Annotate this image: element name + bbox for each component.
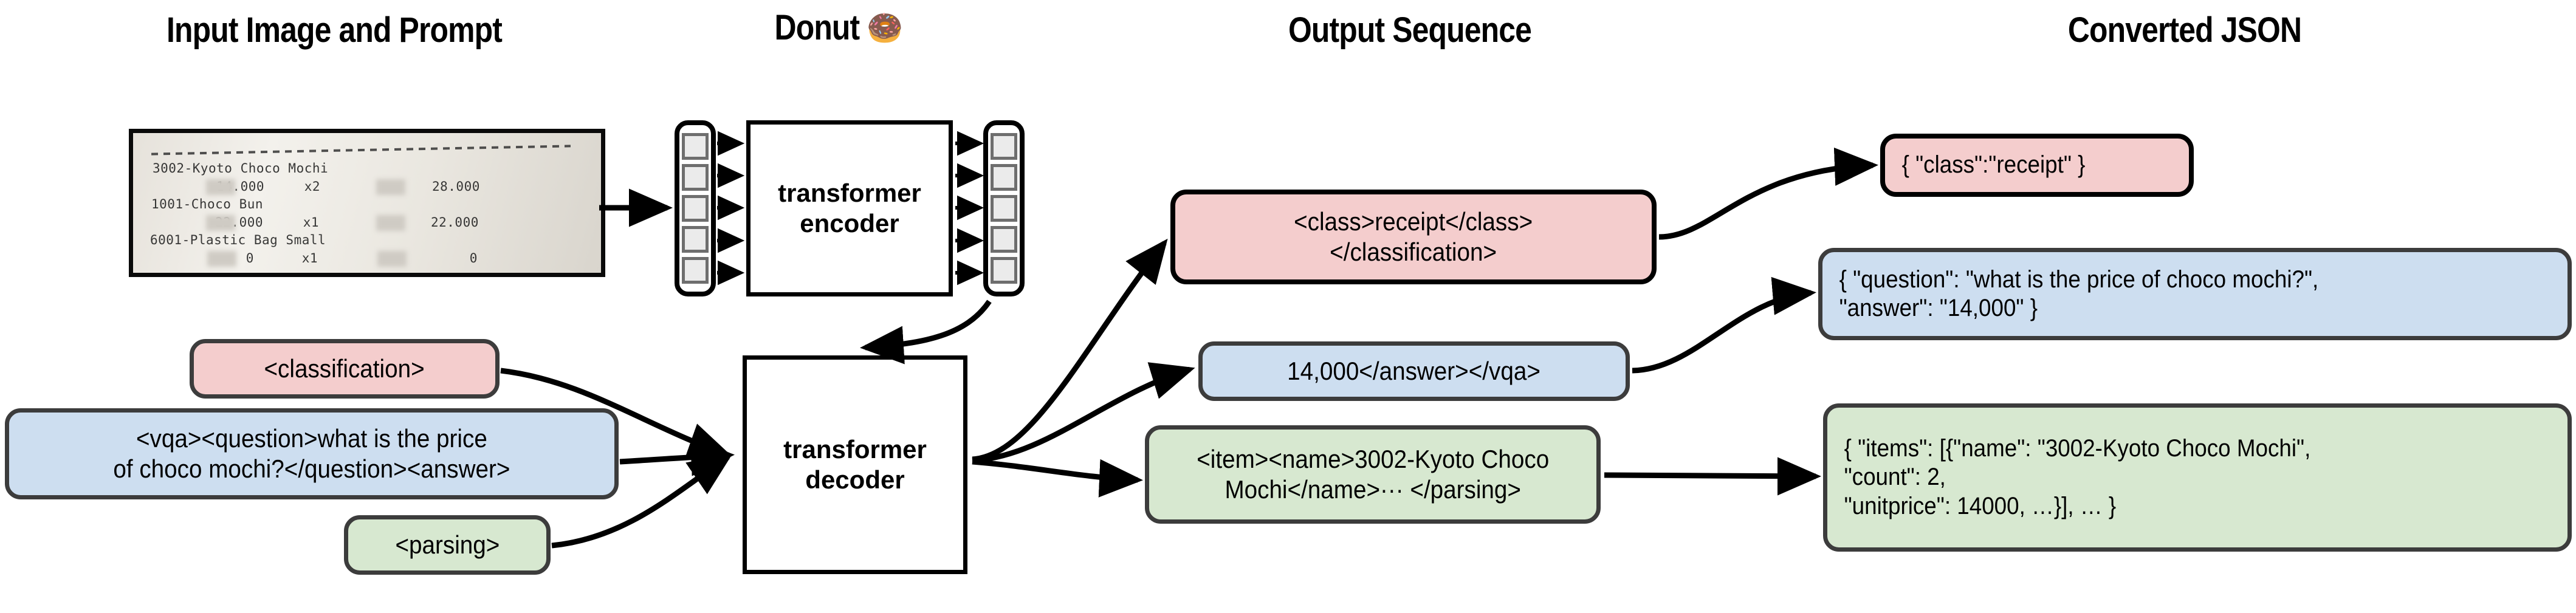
token-square — [682, 225, 709, 253]
output-classification-text: <class>receipt</class> </classification> — [1294, 207, 1533, 266]
token-square — [682, 133, 709, 160]
prompt-classification-box[interactable]: <classification> — [190, 339, 500, 399]
json-vqa-box[interactable]: { "question": "what is the price of choc… — [1818, 248, 2572, 340]
token-square — [682, 164, 709, 191]
model-title-text: Donut — [774, 8, 860, 47]
output-vqa-text: 14,000</answer></vqa> — [1287, 357, 1541, 386]
receipt-redaction — [207, 251, 236, 267]
receipt-redaction — [376, 215, 405, 231]
json-parsing-box[interactable]: { "items": [{"name": "3002-Kyoto Choco M… — [1823, 403, 2572, 552]
token-square — [682, 194, 709, 222]
arrow-vqa-prompt-to-decoder — [619, 437, 735, 476]
token-square — [682, 256, 709, 284]
receipt-line: 6001-Plastic Bag Small — [150, 233, 326, 247]
receipt-line: 0 x1 0 — [150, 251, 478, 265]
column-title-input: Input Image and Prompt — [167, 10, 503, 50]
receipt-line: 1001-Choco Bun — [151, 197, 264, 211]
transformer-encoder-block: transformer encoder — [746, 120, 953, 296]
output-parsing-box[interactable]: <item><name>3002-Kyoto Choco Mochi</name… — [1145, 425, 1601, 524]
column-title-json: Converted JSON — [2067, 10, 2302, 50]
json-classification-box[interactable]: { "class":"receipt" } — [1880, 134, 2194, 197]
arrow-decoder-to-output-parsing — [972, 459, 1143, 498]
encoder-output-token-strip — [983, 120, 1025, 296]
receipt-redaction — [376, 179, 405, 195]
prompt-parsing-box[interactable]: <parsing> — [344, 515, 551, 575]
receipt-paper — [133, 133, 601, 273]
receipt-redaction — [206, 179, 235, 195]
token-square — [991, 194, 1017, 222]
prompt-parsing-text: <parsing> — [395, 530, 500, 560]
json-classification-text: { "class":"receipt" } — [1901, 151, 2086, 179]
token-square — [991, 133, 1017, 160]
receipt-line: 3002-Kyoto Choco Mochi — [153, 161, 329, 176]
input-receipt-image: 3002-Kyoto Choco Mochi 14.000 x2 28.000 … — [129, 129, 605, 277]
prompt-classification-text: <classification> — [264, 354, 425, 383]
arrow-output-to-json-classification — [1658, 147, 1878, 240]
json-vqa-text: { "question": "what is the price of choc… — [1839, 265, 2319, 321]
arrow-output-to-json-parsing — [1604, 457, 1821, 496]
prompt-vqa-text: <vqa><question>what is the price of choc… — [113, 424, 510, 483]
receipt-line: 14.000 x2 28.000 — [153, 179, 480, 194]
arrow-output-to-json-vqa — [1632, 276, 1816, 374]
transformer-decoder-block: transformer decoder — [743, 355, 967, 574]
donut-icon: 🍩 — [867, 8, 903, 47]
receipt-line: 22.000 x1 22.000 — [151, 215, 479, 230]
prompt-vqa-box[interactable]: <vqa><question>what is the price of choc… — [5, 408, 619, 499]
receipt-redaction — [377, 251, 407, 267]
arrow-encoder-to-decoder — [860, 300, 992, 365]
output-parsing-text: <item><name>3002-Kyoto Choco Mochi</name… — [1196, 445, 1549, 504]
token-square — [991, 256, 1017, 284]
output-classification-box[interactable]: <class>receipt</class> </classification> — [1170, 190, 1657, 284]
encoder-input-token-strip — [675, 120, 716, 296]
encoder-label: transformer encoder — [778, 179, 921, 238]
output-vqa-box[interactable]: 14,000</answer></vqa> — [1198, 341, 1630, 401]
column-title-output: Output Sequence — [1288, 10, 1532, 50]
token-square — [991, 164, 1017, 191]
json-parsing-text: { "items": [{"name": "3002-Kyoto Choco M… — [1844, 435, 2311, 519]
receipt-redaction — [206, 215, 235, 231]
decoder-label: transformer decoder — [783, 435, 927, 494]
column-title-model: Donut 🍩 — [687, 7, 991, 48]
token-square — [991, 225, 1017, 253]
